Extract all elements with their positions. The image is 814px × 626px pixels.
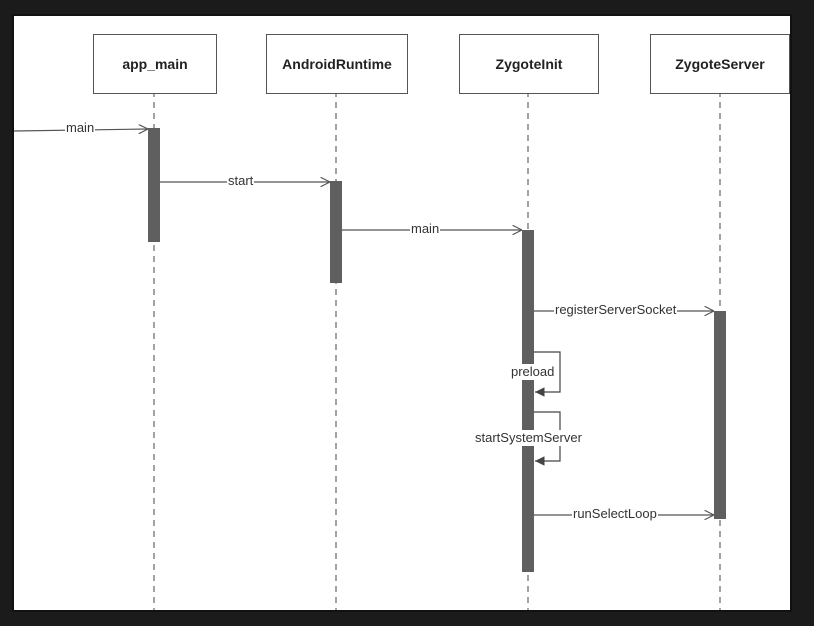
message-label-start: start [227,173,255,189]
message-label-main: main [65,120,96,136]
participant-app-main: app_main [93,34,217,94]
participant-label: ZygoteInit [495,56,563,72]
activation-zygote-init [522,230,534,572]
message-label-main-2: main [410,221,441,237]
message-label-run-select-loop: runSelectLoop [572,506,658,522]
sequence-diagram-panel: app_main AndroidRuntime ZygoteInit Zygot… [12,14,792,612]
self-call-arrow-preload [534,351,561,397]
activation-zygote-server [714,311,726,519]
message-label-register-server-socket: registerServerSocket [554,302,678,318]
self-call-label-preload: preload [510,364,556,380]
participant-android-runtime: AndroidRuntime [266,34,408,94]
participant-zygote-server: ZygoteServer [650,34,790,94]
self-call-label-start-system-server: startSystemServer [474,430,583,446]
participant-label: app_main [122,56,188,72]
participant-zygote-init: ZygoteInit [459,34,599,94]
activation-android-runtime [330,181,342,283]
activation-app-main [148,128,160,242]
participant-label: AndroidRuntime [282,56,392,72]
participant-label: ZygoteServer [675,56,765,72]
